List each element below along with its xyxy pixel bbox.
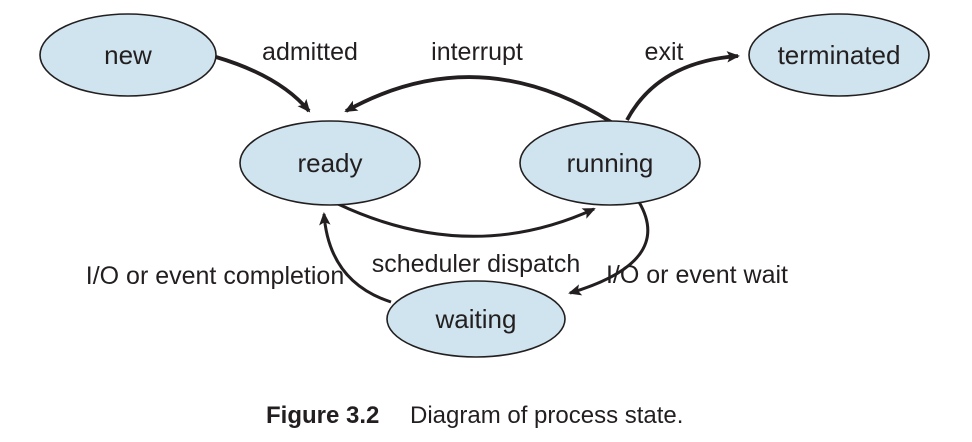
state-node-running <box>519 120 701 206</box>
transition-scheduler-dispatch-arrow <box>337 202 596 238</box>
state-node-new <box>39 13 217 97</box>
transition-label-scheduler-dispatch: scheduler dispatch <box>372 250 580 278</box>
transition-label-io-event-completion: I/O or event completion <box>86 262 344 290</box>
transition-exit-arrow <box>625 51 740 121</box>
transition-label-interrupt: interrupt <box>431 38 523 66</box>
state-node-terminated <box>748 13 930 97</box>
figure-caption-text: Diagram of process state. <box>410 402 683 429</box>
state-node-ready <box>239 120 421 206</box>
transition-label-admitted: admitted <box>262 38 358 66</box>
state-label-ready: ready <box>297 148 362 178</box>
state-node-waiting <box>386 280 566 358</box>
transition-admitted-arrow <box>215 55 311 113</box>
transition-io-event-completion-arrow <box>319 212 392 304</box>
transition-label-io-event-wait: I/O or event wait <box>606 261 788 289</box>
state-label-running: running <box>567 148 654 178</box>
transition-interrupt-arrow <box>344 75 613 124</box>
transition-label-exit: exit <box>645 38 684 66</box>
transition-io-event-wait-arrow <box>568 201 650 296</box>
state-label-waiting: waiting <box>435 304 517 334</box>
figure-caption-label: Figure 3.2 <box>266 402 379 429</box>
state-label-terminated: terminated <box>778 40 901 70</box>
state-label-new: new <box>104 40 152 70</box>
